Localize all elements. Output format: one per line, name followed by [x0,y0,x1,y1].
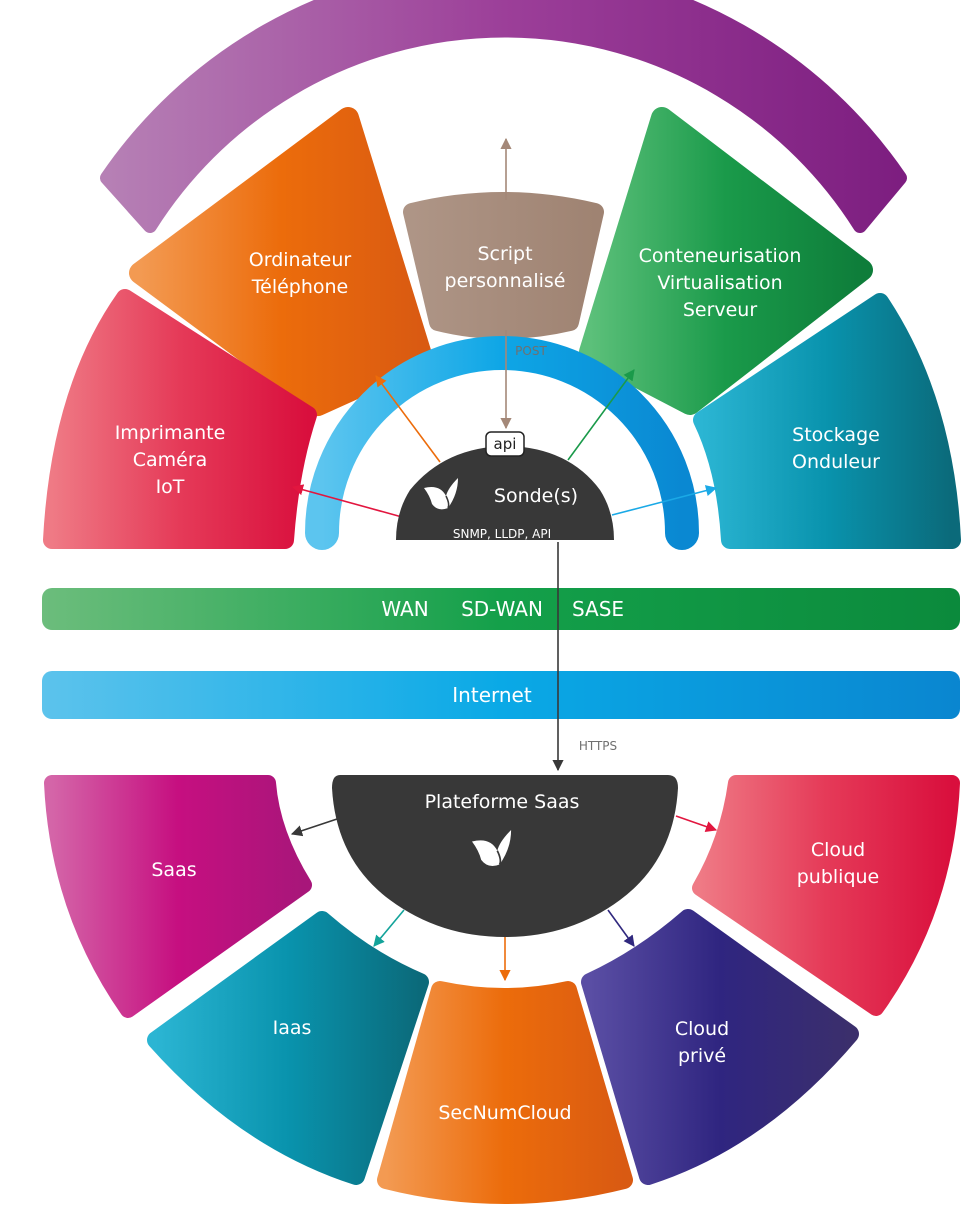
platform-arrows [290,815,718,982]
https-connection: HTTPS [552,542,617,772]
wan-band: WAN SD-WAN SASE [42,588,960,630]
containers-label-2: Virtualisation [657,272,782,294]
cloud-prive-segment: Cloud privé [581,909,859,1185]
cloud-public-segment: Cloud publique [692,775,960,1016]
cloud-prive-label-1: Cloud [675,1018,729,1040]
application-label: Application [449,76,555,98]
wan-label: WAN [381,597,428,621]
printers-label-2: Caméra [133,449,208,471]
arrow-to-containers [567,369,635,461]
cloud-prive-label-2: privé [678,1045,726,1067]
bird-logo-icon [472,830,512,867]
arrow-to-cloud-prive [607,909,635,947]
devices-label-2: Téléphone [251,276,349,298]
script-segment: Script personnalisé [403,192,604,339]
probe-protocols-label: SNMP, LLDP, API [453,527,551,541]
script-label-1: Script [477,243,532,265]
cloud-public-label-2: publique [797,866,880,888]
arrow-to-devices [375,375,441,463]
cloud-public-label-1: Cloud [811,839,865,861]
printers-label-1: Imprimante [115,422,226,444]
platform-node: Plateforme Saas [332,775,678,937]
secnumcloud-segment: SecNumCloud [377,981,633,1204]
bird-logo-icon [424,478,458,510]
platform-label: Plateforme Saas [425,791,580,813]
secnumcloud-label: SecNumCloud [438,1102,571,1124]
internet-band: Internet [42,671,960,719]
containers-label-3: Serveur [683,299,758,321]
script-label-2: personnalisé [445,270,566,292]
storage-label-1: Stockage [792,424,880,446]
https-label: HTTPS [579,739,617,753]
arrow-to-iaas [373,909,405,947]
internet-label: Internet [452,683,532,707]
post-label: POST [515,344,547,358]
iaas-label: Iaas [273,1017,312,1039]
api-badge-label: api [494,435,517,453]
lan-label: LAN [423,381,474,419]
arrow-to-storage [611,485,718,516]
arrow-to-saas [290,817,341,837]
sdwan-label: SD-WAN [461,597,543,621]
probe-arrows: POST [291,137,718,518]
saas-label: Saas [151,859,196,881]
probe-node: api Sonde(s) SNMP, LLDP, API [396,431,614,541]
storage-segment: Stockage Onduleur [693,293,961,549]
iaas-segment: Iaas [147,911,429,1185]
application-segment: Application [100,0,907,233]
storage-label-2: Onduleur [792,451,880,473]
devices-label-1: Ordinateur [249,249,352,271]
printers-label-3: IoT [156,476,185,498]
arrow-to-printers [291,484,403,518]
containers-label-1: Conteneurisation [639,245,802,267]
api-badge [485,431,525,457]
saas-segment: Saas [44,775,312,1018]
printers-segment: Imprimante Caméra IoT [43,289,317,549]
arrow-to-cloud-public [675,815,718,832]
sase-label: SASE [572,597,624,621]
containers-segment: Conteneurisation Virtualisation Serveur [579,107,873,415]
probe-label: Sonde(s) [494,485,578,507]
